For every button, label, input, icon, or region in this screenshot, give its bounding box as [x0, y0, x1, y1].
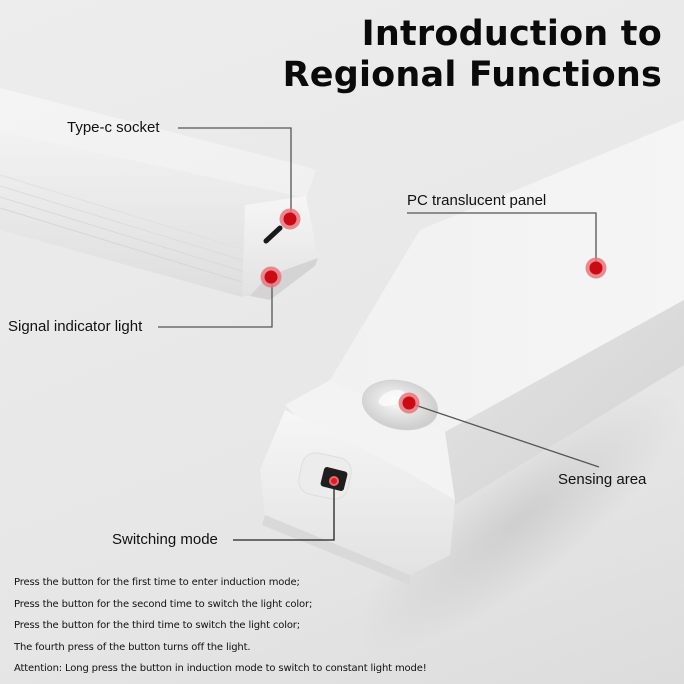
leader-line-pc-panel [407, 212, 597, 267]
callout-label-signal-indicator-light: Signal indicator light [8, 318, 143, 335]
callout-label-pc-translucent-panel: PC translucent panel [407, 192, 547, 209]
instruction-line: Press the button for the first time to e… [14, 577, 300, 588]
main-light-bar [260, 120, 684, 652]
leader-line-sensing-area [408, 402, 600, 468]
page-title: Introduction to Regional Functions [283, 14, 662, 96]
small-light-bar [0, 88, 318, 300]
callout-label-sensing-area: Sensing area [558, 471, 647, 488]
leader-line-signal-indicator [158, 277, 273, 328]
leader-line-switching-mode [233, 481, 335, 541]
title-line-2: Regional Functions [282, 55, 662, 95]
marker-sensing-area [398, 392, 420, 414]
leader-line-type-c [178, 127, 292, 219]
instructions-list: Press the button for the first time to e… [14, 575, 427, 683]
callout-label-type-c-socket: Type-c socket [67, 119, 160, 136]
marker-type-c [279, 208, 301, 230]
leader-lines [158, 127, 600, 541]
instruction-line: Press the button for the second time to … [14, 598, 313, 610]
marker-signal-indicator [260, 266, 282, 288]
marker-switching-mode [329, 476, 339, 486]
instruction-line: The fourth press of the button turns off… [14, 641, 251, 653]
instruction-line: Press the button for the third time to s… [14, 620, 300, 631]
instruction-line-attention: Attention: Long press the button in indu… [14, 663, 427, 674]
callout-label-switching-mode: Switching mode [112, 531, 218, 548]
title-line-1: Introduction to [361, 14, 662, 54]
type-c-port [263, 225, 283, 244]
marker-pc-panel [585, 257, 607, 279]
